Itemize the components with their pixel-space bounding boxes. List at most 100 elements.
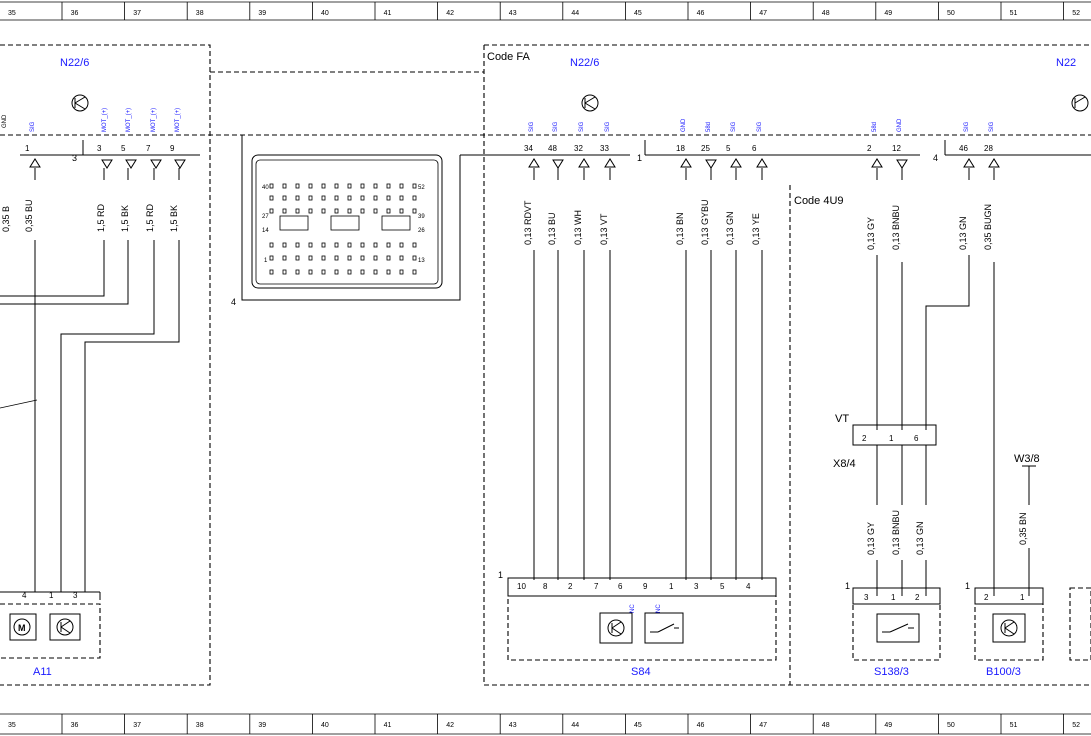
grid-column-label: 35 — [8, 10, 16, 17]
grid-column-label: 45 — [634, 722, 642, 729]
plug-pin — [347, 269, 352, 275]
plug-pin — [334, 208, 339, 214]
pin-number: 25 — [701, 144, 710, 153]
plug-pin — [386, 269, 391, 275]
plug-pin — [360, 195, 365, 201]
plug-number: 52 — [418, 185, 425, 191]
s84-pin: 7 — [594, 582, 599, 591]
grid-column-label: 37 — [133, 10, 141, 17]
plug-pin — [412, 208, 417, 214]
a11-name: A11 — [33, 666, 52, 678]
plug-pin — [321, 208, 326, 214]
plug-pin — [412, 183, 417, 189]
grid-column-label: 39 — [258, 10, 266, 17]
left-n22-label: N22/6 — [60, 57, 89, 69]
grid-column-label: 40 — [321, 722, 329, 729]
plug-pin — [269, 269, 274, 275]
b100-transistor-box — [992, 613, 1026, 643]
plug-pin — [295, 208, 300, 214]
grid-column-label: 38 — [196, 10, 204, 17]
pin-number: 5 — [726, 144, 731, 153]
plug-pin — [295, 242, 300, 248]
plug-pin — [308, 269, 313, 275]
x8-pin: 2 — [862, 434, 867, 443]
plug-pin — [334, 255, 339, 261]
grid-column-label: 37 — [133, 722, 141, 729]
plug-pin — [282, 195, 287, 201]
plug-pin — [308, 208, 313, 214]
plug-pin — [334, 242, 339, 248]
wire-label: 0,13 GN — [958, 216, 968, 250]
wire-label: 0,13 RDVT — [523, 200, 533, 245]
grid-column-label: 44 — [571, 722, 579, 729]
w3-8-name: W3/8 — [1014, 453, 1040, 465]
plug-pin — [321, 242, 326, 248]
switch-icon — [650, 623, 679, 633]
s84-pin: 2 — [568, 582, 573, 591]
pin-arrow — [528, 158, 540, 168]
motor-box — [9, 613, 37, 641]
plug-pin — [399, 242, 404, 248]
plug-slot — [381, 215, 411, 231]
grid-column-label: 49 — [884, 10, 892, 17]
plug-pin — [269, 242, 274, 248]
plug-pin — [360, 255, 365, 261]
plug-pin — [373, 269, 378, 275]
motor-icon — [13, 618, 31, 636]
pin-number: 18 — [676, 144, 685, 153]
plug-pin — [269, 255, 274, 261]
plug-pin — [282, 208, 287, 214]
wire-label: 1,5 BK — [169, 205, 179, 232]
grid-column-label: 46 — [697, 722, 705, 729]
wire-label: 0,13 GY — [866, 217, 876, 250]
grid-column-label: 39 — [258, 722, 266, 729]
plug-pin — [386, 242, 391, 248]
s84-pin: 6 — [618, 582, 623, 591]
signal-label: MOT_(+) — [175, 108, 181, 132]
switch-icon — [882, 623, 914, 633]
plug-slot — [279, 215, 309, 231]
mid-connector-no: 1 — [637, 153, 642, 163]
pin-number: 32 — [574, 144, 583, 153]
pin-number: 2 — [867, 144, 872, 153]
pin-arrow — [578, 158, 590, 168]
wire-label: 0,13 YE — [751, 213, 761, 245]
grid-column-label: 38 — [196, 722, 204, 729]
plug-pin — [399, 255, 404, 261]
plug-pin — [412, 242, 417, 248]
pin-arrow — [756, 158, 768, 168]
pin-number: 9 — [170, 144, 175, 153]
plug-pin — [373, 208, 378, 214]
pin-arrow — [963, 158, 975, 168]
plug-pin — [399, 208, 404, 214]
pin-number: 28 — [984, 144, 993, 153]
x8-4-vt: VT — [835, 413, 849, 425]
plug-pin — [386, 255, 391, 261]
grid-column-label: 45 — [634, 10, 642, 17]
plug-pin — [360, 269, 365, 275]
plug-pin — [269, 208, 274, 214]
s84-pin: 8 — [543, 582, 548, 591]
pin-arrow — [125, 159, 137, 169]
pin-arrow — [552, 159, 564, 169]
plug-pin — [308, 195, 313, 201]
plug-slot — [330, 215, 360, 231]
grid-column-label: 43 — [509, 10, 517, 17]
s138-pin: 3 — [864, 593, 869, 602]
signal-label: 58d — [706, 122, 712, 132]
a11-pin: 1 — [49, 591, 54, 600]
pin-number: 48 — [548, 144, 557, 153]
plug-pin — [308, 255, 313, 261]
wire-label: 0,35 BUGN — [983, 204, 993, 250]
signal-label: 58d — [872, 122, 878, 132]
plug-pin — [347, 195, 352, 201]
plug-pin — [347, 208, 352, 214]
plug-number: 27 — [262, 214, 269, 220]
grid-column-label: 49 — [884, 722, 892, 729]
signal-label: SIG — [579, 121, 585, 132]
s84-nc: NC — [630, 604, 636, 613]
s138-switch-box — [876, 613, 920, 643]
wire-label: 0,13 BNBU — [891, 510, 901, 555]
plug-pin — [373, 255, 378, 261]
signal-label: GND — [681, 118, 687, 132]
